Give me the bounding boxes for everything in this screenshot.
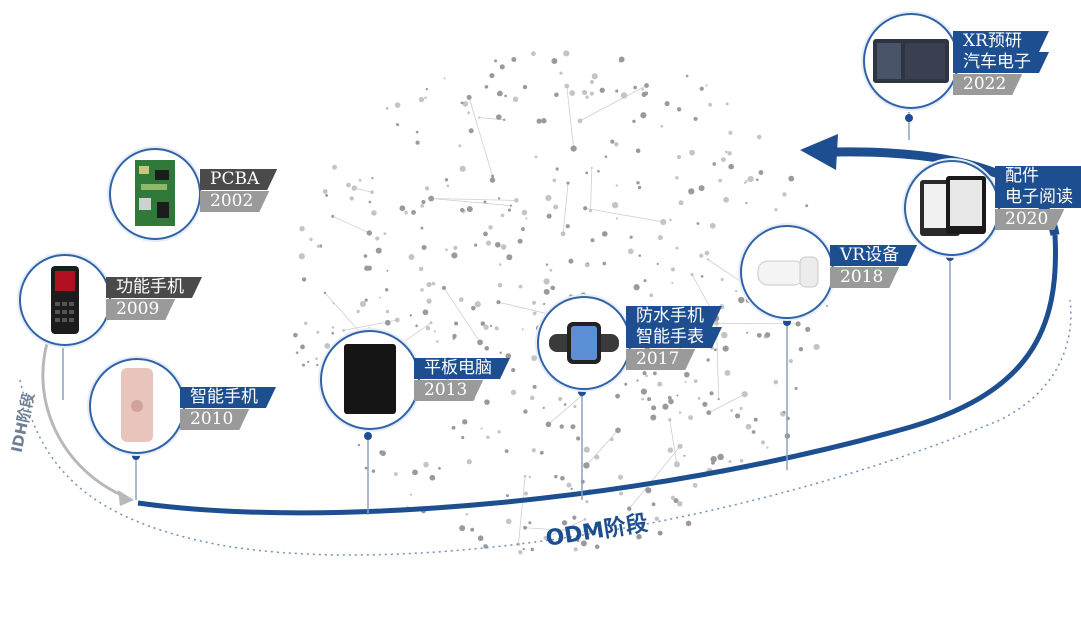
milestone-title: XR预研 [953,31,1049,52]
milestone-year: 2020 [995,209,1064,230]
milestone-xr-label: XR预研 汽车电子 2022 [953,31,1049,95]
milestone-title-2: 电子阅读 [995,187,1081,208]
idh-arrowhead [118,490,134,506]
tablet-image [320,330,420,430]
milestone-year: 2022 [953,74,1022,95]
milestone-year: 2002 [200,191,269,212]
milestone-tablet-label: 平板电脑 2013 [414,358,510,401]
car-display-image [863,13,959,109]
smartwatch-icon [549,322,619,364]
pcba-image [109,148,201,240]
milestone-pcba-label: PCBA 2002 [200,169,277,212]
feature-phone-image [19,254,111,346]
ereader-icon [920,176,986,236]
milestone-rugged-label: 防水手机 智能手表 2017 [626,306,722,370]
milestone-title: 平板电脑 [414,358,510,379]
circuit-board-icon [135,160,175,226]
odm-arc [137,234,1058,516]
milestone-year: 2009 [106,299,175,320]
feature-phone-icon [51,266,79,334]
smartwatch-image [537,296,631,390]
stem-dots [132,114,954,460]
vr-headset-icon [757,256,819,288]
vr-headset-image [740,225,834,319]
milestone-title: 防水手机 [626,306,722,327]
milestone-title: PCBA [200,169,277,190]
milestone-title: 配件 [995,166,1081,187]
milestone-accessories-label: 配件 电子阅读 2020 [995,166,1081,230]
idh-arc [41,339,129,500]
tablet-icon [344,344,396,414]
milestone-title-2: 智能手表 [626,327,722,348]
milestone-year: 2017 [626,349,695,370]
milestone-title-2: 汽车电子 [953,52,1049,73]
milestone-title: VR设备 [830,245,917,266]
milestone-title: 功能手机 [106,277,202,298]
ereader-image [904,160,1000,256]
milestone-title: 智能手机 [180,387,276,408]
milestone-year: 2018 [830,267,899,288]
dotted-arc-outer [19,299,1072,556]
milestone-smartphone-label: 智能手机 2010 [180,387,276,430]
milestone-year: 2010 [180,409,249,430]
milestone-feature-phone-label: 功能手机 2009 [106,277,202,320]
milestone-year: 2013 [414,380,483,401]
milestone-vr-label: VR设备 2018 [830,245,917,288]
smartphone-icon [121,368,153,442]
odm-return-arrowhead [800,134,838,170]
car-dashboard-icon [873,39,949,83]
smartphone-image [89,358,185,454]
